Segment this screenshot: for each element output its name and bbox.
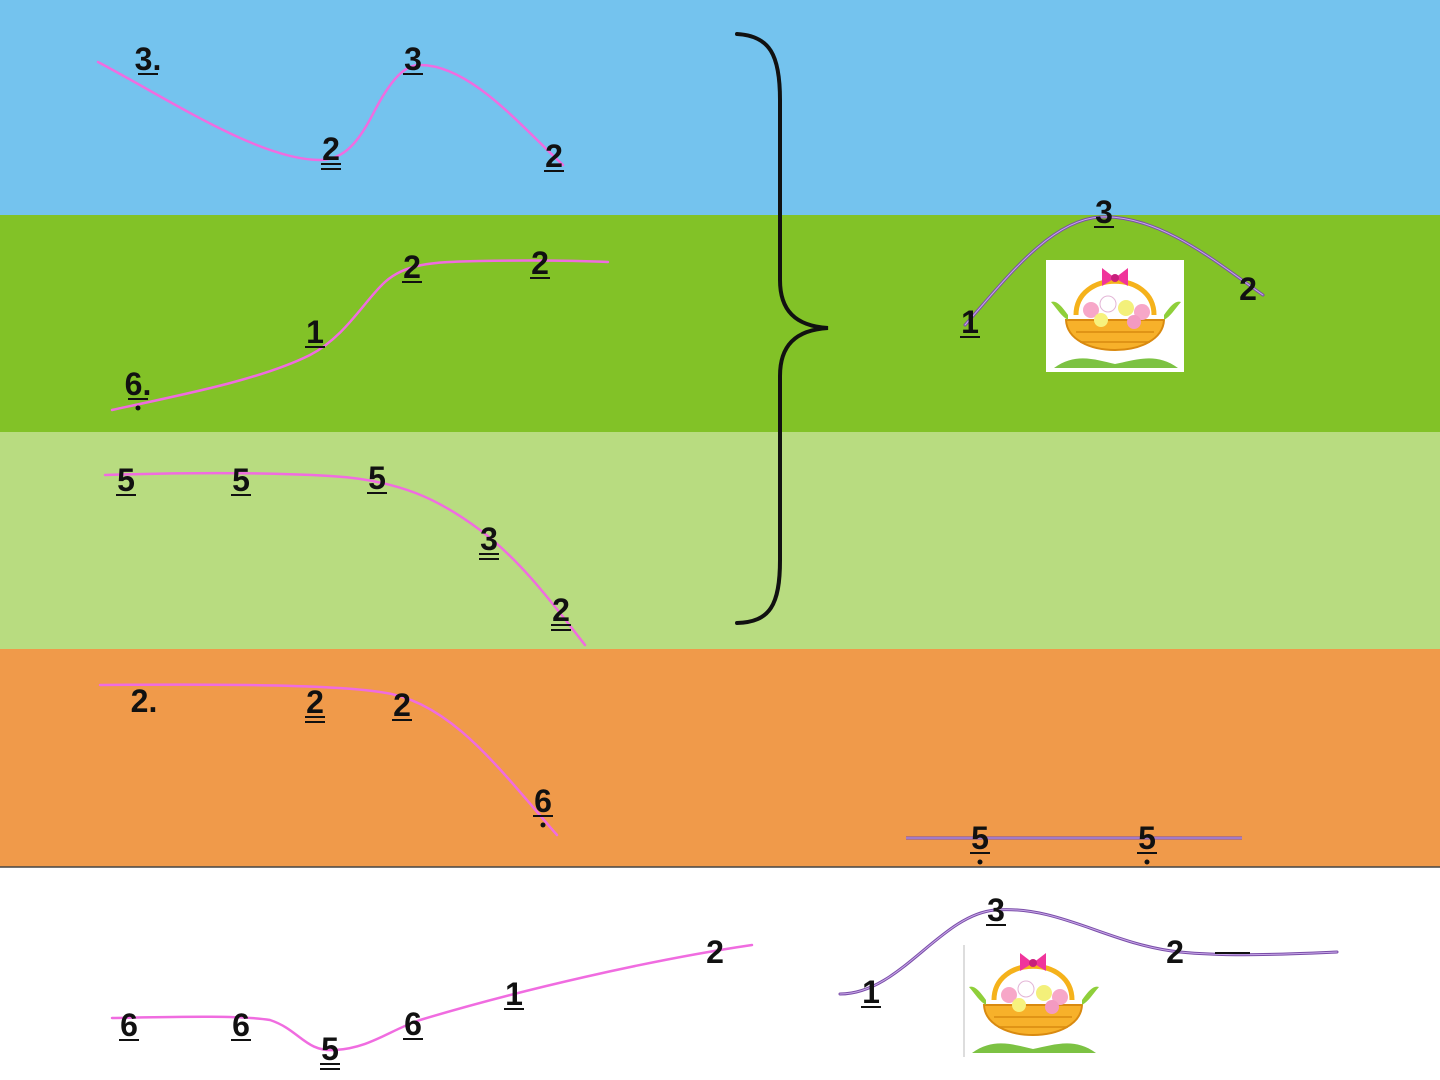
note: 5: [320, 1031, 340, 1070]
octave-dot: [135, 405, 141, 411]
note-digit: 6: [120, 1007, 138, 1043]
note-digit: 2: [322, 131, 340, 167]
octave-dot: [540, 822, 546, 828]
note: 1: [504, 976, 524, 1012]
note: 2: [551, 592, 571, 631]
note: 3: [1094, 194, 1114, 230]
note: 5: [970, 820, 990, 865]
flower-basket-icon: [963, 945, 1099, 1057]
note-digit: 1: [862, 974, 880, 1010]
note: 5: [116, 462, 136, 498]
band-orange: [0, 649, 1440, 867]
note: 5: [367, 460, 387, 496]
note-digit: 6: [404, 1006, 422, 1042]
note-digit: 3: [404, 41, 422, 77]
note: 1: [960, 304, 980, 340]
note: 2: [530, 245, 550, 281]
note: 2: [321, 131, 341, 170]
note-digit: 2: [706, 934, 724, 970]
note-digit: 1: [961, 304, 979, 340]
note: 2: [402, 249, 422, 285]
note-digit: 3: [480, 521, 498, 557]
note: 6: [119, 1007, 139, 1043]
melody-curve-1: [96, 60, 565, 167]
band-sky: [0, 0, 1440, 215]
note: 6: [533, 783, 553, 828]
note-digit: 2: [306, 684, 324, 720]
note-digit: 2: [393, 687, 411, 723]
note-digit: 3: [1095, 194, 1113, 230]
note: 6: [231, 1007, 251, 1043]
note: 2: [392, 687, 412, 723]
note: 5: [1137, 820, 1157, 865]
note-digit: 6: [534, 783, 552, 819]
note-digit: 3: [987, 892, 1005, 928]
band-white: [0, 867, 1440, 1080]
note: 2: [1166, 934, 1184, 970]
note-digit: 6: [232, 1007, 250, 1043]
note: 3: [479, 521, 499, 560]
note-digit: 5: [368, 460, 386, 496]
melody-curve-7-highlight: [839, 909, 1338, 995]
note-digit: 5: [117, 462, 135, 498]
note-digit: 1: [505, 976, 523, 1012]
note-digit: 5: [232, 462, 250, 498]
note-digit: 5: [321, 1031, 339, 1067]
melody-curve-2: [110, 259, 610, 412]
melody-curve-4: [98, 683, 559, 837]
note-digit: 6.: [125, 366, 152, 402]
band-light-green: [0, 432, 1440, 649]
melody-curve-5-highlight: [964, 216, 1264, 326]
note: 6.: [125, 366, 152, 411]
octave-dot: [977, 859, 983, 865]
note-digit: 2: [545, 138, 563, 174]
note-digit: 5: [1138, 820, 1156, 856]
note-digit: 2: [1239, 271, 1257, 307]
octave-dot: [1144, 859, 1150, 865]
note: 2.: [131, 683, 158, 719]
band-green: [0, 215, 1440, 432]
note: 5: [231, 462, 251, 498]
brace: [735, 32, 829, 625]
note-digit: 2: [531, 245, 549, 281]
note: 2: [706, 934, 724, 970]
melody-curve-8: [110, 943, 754, 1052]
note-digit: 3.: [135, 41, 162, 77]
notes-layer: 3. 2 3 2 6. 1 2 2 5 5 5 3 2 2. 2 2 6 1 3 2 5 5 1 3 2 6 6 5 6 1 2: [116, 41, 1257, 1070]
note: 3: [986, 892, 1006, 928]
note: 2: [305, 684, 325, 723]
note-digit: 5: [971, 820, 989, 856]
note-digit: 2: [552, 592, 570, 628]
note: 2: [544, 138, 564, 174]
flower-basket-icon: [1046, 260, 1184, 372]
note-digit: 2.: [131, 683, 158, 719]
note: 6: [403, 1006, 423, 1042]
note-digit: 1: [306, 314, 324, 350]
note-digit: 2: [1166, 934, 1184, 970]
note: 1: [861, 974, 881, 1010]
note: 2: [1239, 271, 1257, 307]
note: 3.: [135, 41, 162, 77]
note: 1: [305, 314, 325, 350]
note-digit: 2: [403, 249, 421, 285]
note: 3: [403, 41, 423, 77]
melody-curve-3: [103, 472, 587, 647]
